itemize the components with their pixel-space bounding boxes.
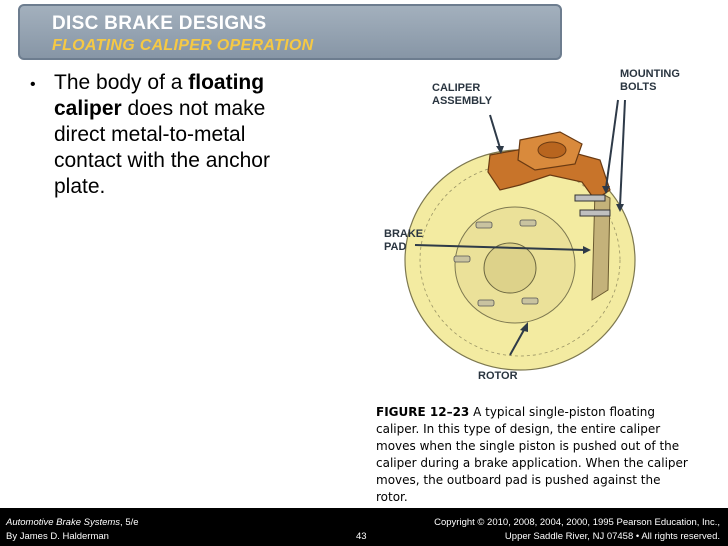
label-caliper-assembly: CALIPER ASSEMBLY [432, 82, 493, 107]
figure-caption: FIGURE 12–23 A typical single-piston flo… [376, 404, 688, 506]
mounting-bolts-shape [574, 194, 611, 217]
footer-author: By James D. Halderman [6, 531, 109, 542]
brake-illustration [404, 99, 636, 371]
page-number: 43 [356, 531, 367, 542]
bullet-text-bold: floating caliper [54, 71, 265, 120]
bullet-text-before: The body of a [54, 71, 189, 94]
footer-copyright-line2: Upper Saddle River, NJ 07458 • All right… [504, 531, 720, 542]
arrow-heads [496, 146, 624, 332]
brake-pad-shape [591, 189, 611, 301]
footer-bar: Automotive Brake Systems, 5/e By James D… [0, 508, 728, 546]
footer-book-title: Automotive Brake Systems [6, 517, 121, 528]
bullet-text: The body of a floating caliper does not … [54, 70, 314, 200]
footer-copyright-line1: Copyright © 2010, 2008, 2004, 2000, 1995… [434, 517, 720, 528]
label-brake-pad: BRAKE PAD [384, 228, 424, 253]
footer-edition: , 5/e [120, 517, 139, 528]
leader-arrows [414, 99, 626, 356]
caption-text: A typical single-piston floating caliper… [376, 405, 688, 504]
caption-label: FIGURE 12–23 [376, 405, 470, 419]
rotor-vent-ring [419, 163, 621, 357]
caliper-piston-bore [537, 141, 567, 159]
slide-subtitle: FLOATING CALIPER OPERATION [52, 37, 314, 54]
figure-illustration: CALIPER ASSEMBLY MOUNTING BOLTS BRAKE PA… [370, 60, 720, 390]
slide-title: DISC BRAKE DESIGNS [52, 13, 267, 34]
bullet-text-after: does not make direct metal-to-metal cont… [54, 97, 270, 198]
footer-book: Automotive Brake Systems, 5/e [6, 517, 139, 528]
title-bar: DISC BRAKE DESIGNS FLOATING CALIPER OPER… [18, 4, 562, 60]
lug-studs [453, 219, 539, 307]
label-mounting-bolts: MOUNTING BOLTS [620, 68, 680, 93]
bullet-marker: • [30, 76, 36, 93]
hub-center [483, 242, 537, 294]
label-rotor: ROTOR [478, 370, 518, 382]
